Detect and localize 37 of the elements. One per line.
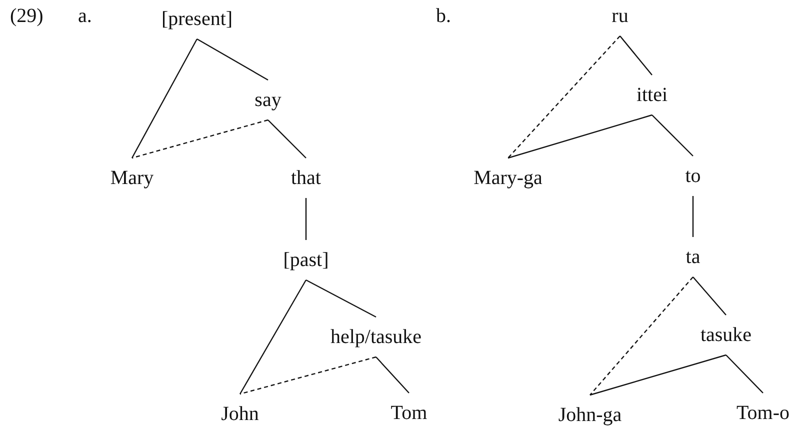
dashed-tree-branch xyxy=(132,119,268,159)
tree-node-label: tasuke xyxy=(698,315,754,355)
tree-branch xyxy=(376,356,410,394)
tree-branch xyxy=(726,354,764,394)
tree-branch xyxy=(692,276,726,316)
tree-node-label: help/tasuke xyxy=(328,317,424,357)
tree-node-label: [present] xyxy=(159,0,235,39)
tree-branch xyxy=(590,354,726,396)
dashed-tree-branch xyxy=(590,276,694,396)
dashed-tree-branch xyxy=(508,36,620,158)
tree-branch xyxy=(620,36,652,76)
tree-branch xyxy=(268,120,306,158)
tree-node-label: that xyxy=(289,158,323,198)
tree-branch xyxy=(692,196,694,237)
dashed-tree-branch xyxy=(240,356,376,395)
tree-node-label: John-ga xyxy=(556,395,624,429)
tree-branch xyxy=(652,114,694,156)
tree-node-label: ta xyxy=(684,237,702,277)
subfigure-label: b. xyxy=(436,6,451,26)
tree-branch xyxy=(508,114,652,159)
tree-node-label: Mary-ga xyxy=(472,158,544,198)
subfigure-label: a. xyxy=(78,6,92,26)
tree-branch xyxy=(305,198,307,240)
tree-branch xyxy=(239,280,307,394)
tree-node-label: John xyxy=(219,394,261,429)
tree-branch xyxy=(306,279,376,318)
tree-branch xyxy=(196,38,268,81)
tree-node-label: ru xyxy=(610,0,630,36)
tree-node-label: ittei xyxy=(634,75,670,115)
tree-node-label: Tom-o xyxy=(734,393,792,429)
tree-node-label: say xyxy=(252,80,284,120)
example-number: (29) xyxy=(10,6,44,26)
tree-node-label: Mary xyxy=(108,158,156,198)
tree-node-label: Tom xyxy=(388,393,430,429)
tree-branch xyxy=(131,38,198,158)
tree-node-label: to xyxy=(683,156,703,196)
tree-node-label: [past] xyxy=(281,240,331,280)
